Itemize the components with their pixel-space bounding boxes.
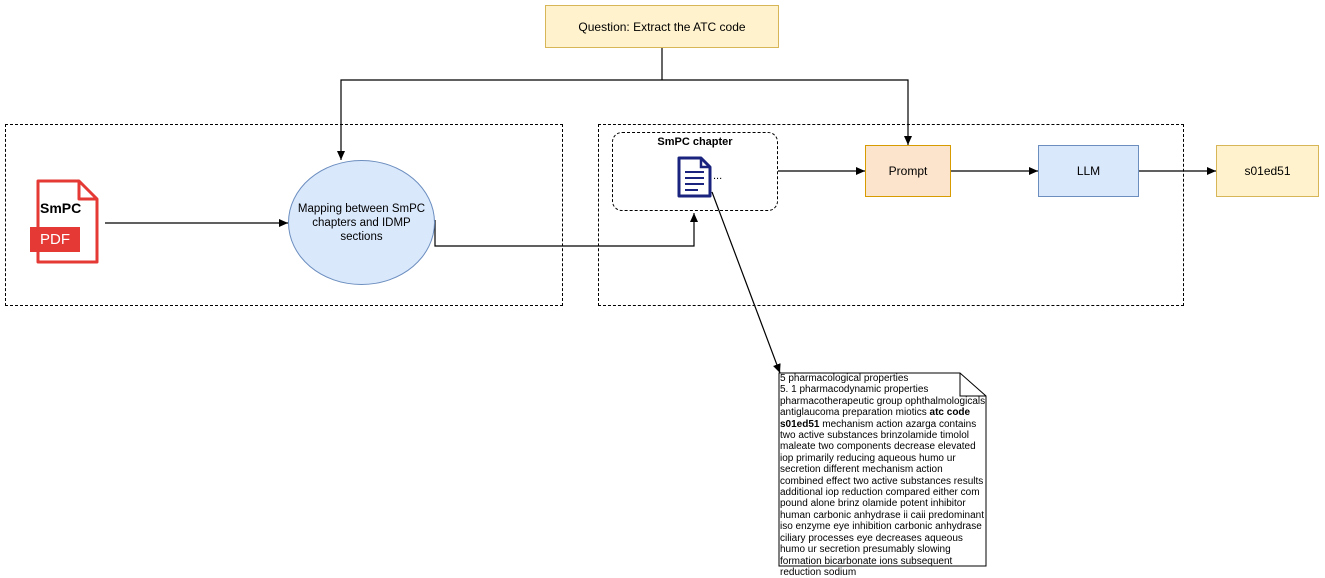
chapter-excerpt-note: 5 pharmacological properties 5. 1 pharma… [780, 373, 988, 578]
note-body-after: mechanism action azarga contains two act… [780, 418, 985, 578]
prompt-label: Prompt [888, 164, 928, 178]
chapter-ellipsis: ... [713, 170, 723, 182]
prompt-node: Prompt [865, 145, 951, 197]
smpc-label: SmPC [40, 200, 82, 216]
llm-node: LLM [1038, 145, 1139, 197]
question-node: Question: Extract the ATC code [545, 5, 779, 48]
question-label: Question: Extract the ATC code [578, 19, 746, 34]
edge-mapping-to-chapter [434, 213, 698, 247]
edge-question-to-prompt [662, 79, 912, 145]
pdf-badge: PDF [30, 227, 80, 252]
note-line-2: 5. 1 pharmacodynamic properties [780, 384, 929, 396]
document-icon [677, 156, 712, 198]
edge-chapter-to-note [711, 191, 781, 374]
mapping-node: Mapping between SmPC chapters and IDMP s… [288, 160, 435, 285]
result-node: s01ed51 [1216, 145, 1319, 197]
llm-label: LLM [1076, 164, 1101, 178]
note-body-before: pharmacotherapeutic group ophthalmologic… [780, 395, 986, 419]
inference-container [598, 124, 1184, 306]
preprocessing-container [5, 124, 563, 306]
mapping-label: Mapping between SmPC chapters and IDMP s… [297, 202, 426, 243]
result-label: s01ed51 [1244, 164, 1291, 178]
edge-question-to-mapping [337, 79, 662, 160]
note-shape [778, 372, 987, 567]
smpc-chapter-container [612, 132, 778, 211]
note-line-1: 5 pharmacological properties [780, 373, 909, 384]
note-atc-highlight: atc code s01ed51 [780, 407, 971, 430]
note-body: pharmacotherapeutic group ophthalmologic… [780, 396, 988, 578]
chapter-title: SmPC chapter [657, 136, 733, 148]
